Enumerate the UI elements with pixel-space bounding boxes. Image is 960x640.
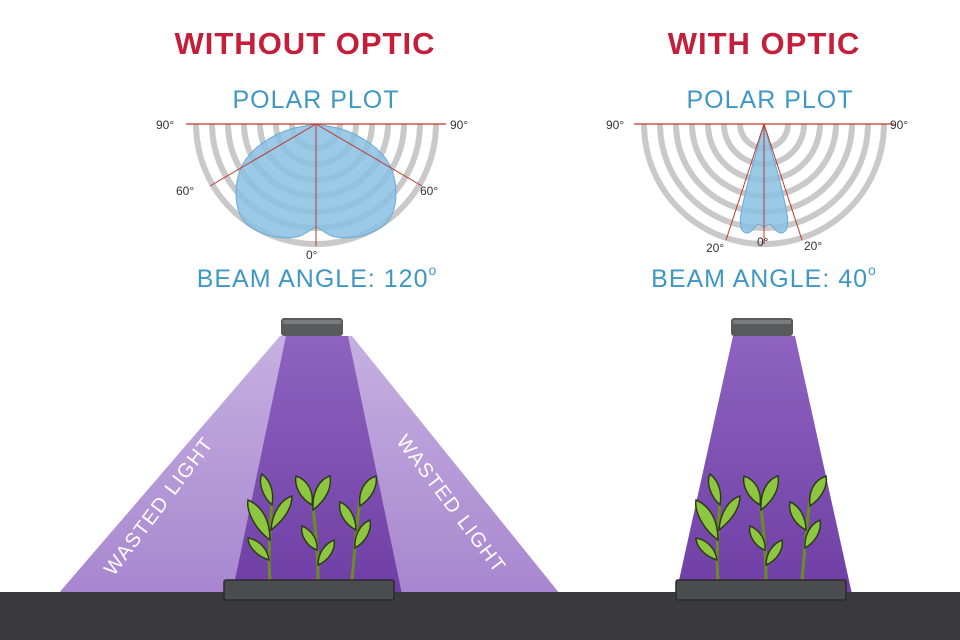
right-heading: WITH OPTIC: [667, 26, 861, 61]
right-degree-symbol: o: [868, 262, 877, 278]
right-tick-90-left: 90°: [606, 118, 625, 132]
left-degree-symbol: o: [428, 262, 438, 278]
planter-tray-icon: [223, 579, 395, 601]
left-polar-plot-title: POLAR PLOT: [232, 86, 400, 114]
left-heading: WITHOUT OPTIC: [174, 26, 436, 61]
right-polar-plot: [634, 123, 894, 247]
right-polar-plot-title: POLAR PLOT: [686, 86, 854, 114]
right-tick-90-right: 90°: [890, 118, 909, 132]
left-beam-angle: BEAM ANGLE: 120o: [137, 262, 497, 294]
left-tick-0: 0°: [306, 248, 318, 262]
right-tick-20-right: 20°: [804, 239, 823, 253]
plant-icon: [742, 475, 784, 583]
planter-tray-icon: [675, 579, 847, 601]
left-tick-90-left: 90°: [156, 118, 175, 132]
right-beam-angle-text: BEAM ANGLE: 40: [651, 265, 869, 293]
left-tick-60-left: 60°: [176, 184, 195, 198]
right-beam-angle: BEAM ANGLE: 40o: [584, 262, 944, 294]
plant-icon: [338, 475, 378, 581]
left-tick-90-right: 90°: [450, 118, 469, 132]
plant-icon: [788, 475, 828, 581]
plant-icon: [294, 475, 336, 583]
plant-icon: [247, 472, 293, 581]
right-tick-0: 0°: [757, 235, 769, 249]
right-tick-20-left: 20°: [706, 241, 725, 255]
right-plants: [675, 472, 847, 601]
wasted-light-right-region: [315, 336, 560, 594]
left-plants: [223, 472, 395, 601]
left-beam-angle-text: BEAM ANGLE: 120: [196, 265, 429, 293]
left-tick-60-right: 60°: [420, 184, 439, 198]
plant-icon: [695, 472, 741, 581]
left-polar-plot: [186, 123, 446, 247]
